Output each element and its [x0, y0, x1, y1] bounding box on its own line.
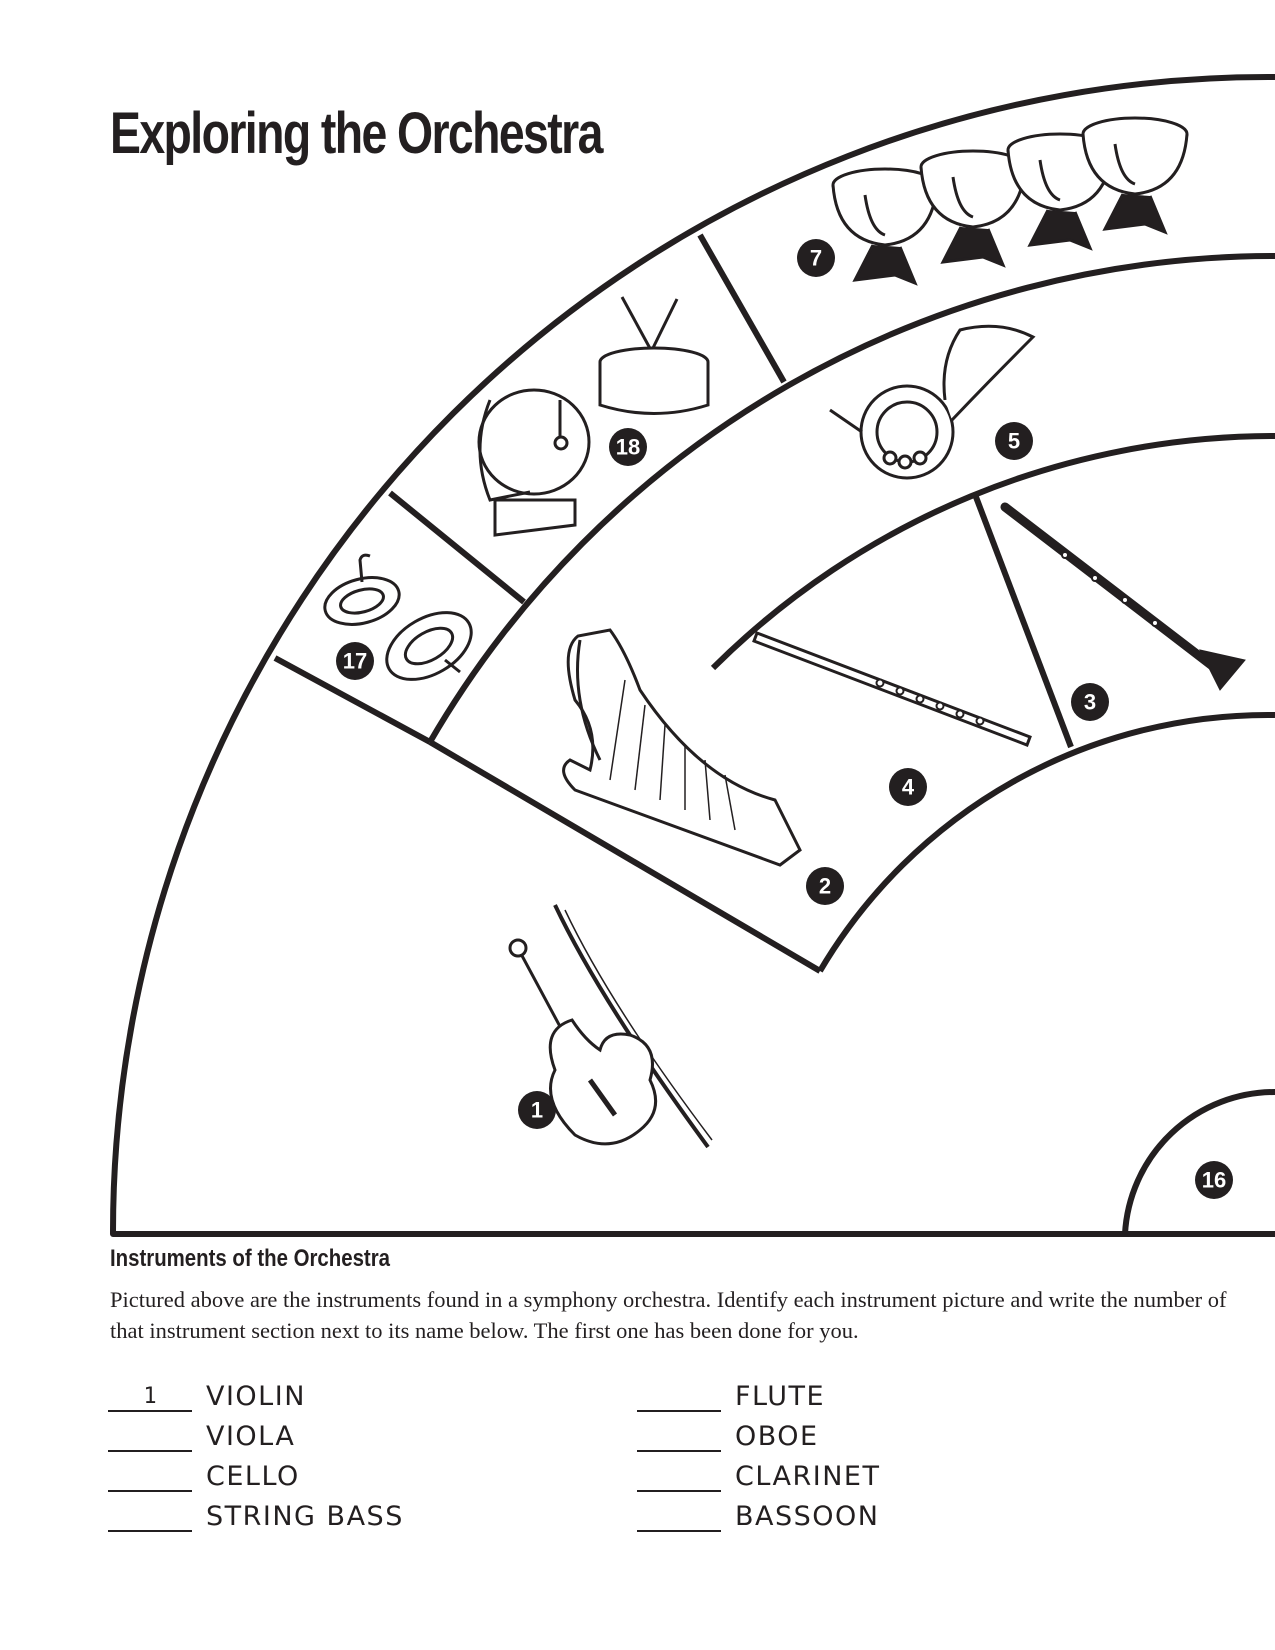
answer-row-violin: 1 VIOLIN: [108, 1372, 306, 1412]
answer-blank[interactable]: 1: [108, 1382, 192, 1412]
answer-blank[interactable]: [108, 1422, 192, 1452]
svg-text:5: 5: [1008, 429, 1020, 454]
answer-row-viola: VIOLA: [108, 1412, 295, 1452]
instrument-name: OBOE: [735, 1421, 819, 1452]
flute-icon: [752, 631, 1032, 747]
svg-text:1: 1: [531, 1098, 543, 1123]
separator-cymbals-drums: [388, 490, 526, 605]
svg-text:18: 18: [616, 435, 640, 460]
svg-text:7: 7: [810, 246, 822, 271]
separator-harp-strings: [428, 739, 822, 974]
section-marker-1: 1: [518, 1091, 556, 1129]
instructions-heading: Instruments of the Orchestra: [110, 1245, 390, 1272]
section-marker-17: 17: [336, 642, 374, 680]
section-marker-5: 5: [995, 422, 1033, 460]
instructions-text: Pictured above are the instruments found…: [110, 1287, 1227, 1343]
arc-4: [817, 711, 1275, 973]
section-marker-3: 3: [1071, 683, 1109, 721]
section-marker-4: 4: [889, 768, 927, 806]
separator-flute-clarinet: [973, 495, 1074, 749]
answer-blank[interactable]: [108, 1462, 192, 1492]
separator-drums-timpani: [697, 233, 787, 384]
arc-3: [710, 433, 1275, 671]
separator-cymbals-strings: [273, 655, 432, 745]
section-marker-16: 16: [1195, 1161, 1233, 1199]
answer-row-clarinet: CLARINET: [637, 1452, 880, 1492]
answer-row-oboe: OBOE: [637, 1412, 819, 1452]
outer-arc: [109, 73, 1275, 1237]
svg-text:3: 3: [1084, 690, 1096, 715]
svg-text:16: 16: [1202, 1168, 1226, 1193]
section-marker-7: 7: [797, 239, 835, 277]
podium-arc: [1122, 1088, 1275, 1235]
svg-text:4: 4: [902, 775, 915, 800]
answer-row-cello: CELLO: [108, 1452, 300, 1492]
section-number-markers: 7 18 5 17 3 4 2 1 16: [336, 239, 1233, 1199]
answer-row-string-bass: STRING BASS: [108, 1492, 404, 1532]
answer-row-flute: FLUTE: [637, 1372, 825, 1412]
violin-icon: [508, 904, 713, 1149]
timpani-icon: [831, 116, 1189, 286]
arc-2: [427, 252, 1275, 744]
section-marker-18: 18: [609, 428, 647, 466]
answer-blank[interactable]: [637, 1502, 721, 1532]
page-title: Exploring the Orchestra: [110, 101, 603, 166]
french-horn-icon: [829, 324, 1036, 480]
cymbals-icon: [323, 553, 473, 681]
answer-blank[interactable]: [637, 1382, 721, 1412]
answer-blank[interactable]: [108, 1502, 192, 1532]
instrument-name: VIOLA: [206, 1421, 296, 1452]
instrument-name: FLUTE: [735, 1381, 826, 1412]
svg-text:17: 17: [343, 649, 367, 674]
instrument-name: CLARINET: [735, 1461, 881, 1492]
section-marker-2: 2: [806, 867, 844, 905]
instrument-name: VIOLIN: [206, 1381, 306, 1412]
answer-blank[interactable]: [637, 1422, 721, 1452]
harp-icon: [562, 628, 802, 867]
svg-text:2: 2: [819, 874, 831, 899]
answer-blank[interactable]: [637, 1462, 721, 1492]
instrument-name: STRING BASS: [206, 1501, 404, 1532]
instrument-name: CELLO: [206, 1461, 300, 1492]
answer-row-bassoon: BASSOON: [637, 1492, 879, 1532]
drums-icon: [477, 296, 710, 537]
clarinet-icon: [1000, 502, 1246, 691]
instrument-name: BASSOON: [735, 1501, 880, 1532]
